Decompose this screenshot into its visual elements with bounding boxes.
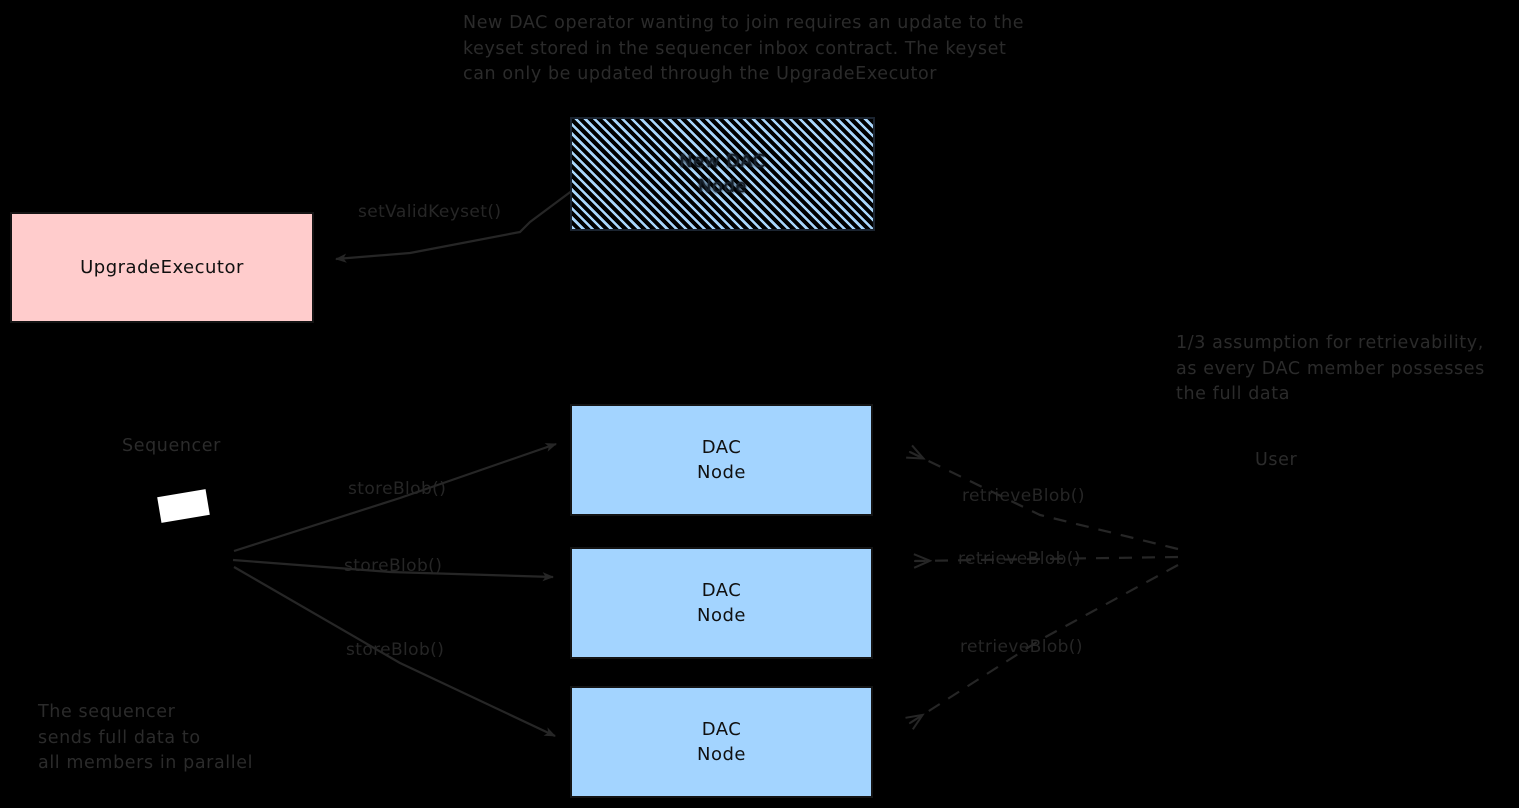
actor-sequencer-label: Sequencer (122, 436, 221, 456)
annotation-retrievability-note: 1/3 assumption for retrievability, as ev… (1176, 333, 1485, 404)
node-upgrade-executor[interactable]: UpgradeExecutor (10, 212, 314, 323)
edge-label-retrieve-blob-3: retrieveBlob() (960, 637, 1083, 657)
annotation-sequencer-note: The sequencer sends full data to all mem… (38, 702, 254, 773)
edge-label-retrieve-blob-2: retrieveBlob() (958, 549, 1081, 569)
annotation-keyset-note: New DAC operator wanting to join require… (463, 13, 1025, 84)
node-dac-node-2-label: DAC Node (697, 580, 746, 626)
node-dac-node-1[interactable]: DAC Node (570, 404, 873, 516)
sequencer-icon (157, 489, 210, 523)
node-upgrade-executor-label: UpgradeExecutor (80, 257, 244, 278)
edge-label-retrieve-blob-1: retrieveBlob() (962, 486, 1085, 506)
node-dac-node-3-label: DAC Node (697, 719, 746, 765)
edge-label-set-valid-keyset: setValidKeyset() (358, 202, 502, 222)
node-dac-node-3[interactable]: DAC Node (570, 686, 873, 798)
actor-user-label: User (1255, 450, 1298, 470)
edge-label-store-blob-2: storeBlob() (344, 556, 443, 576)
edge-set-valid-keyset-line (335, 189, 574, 263)
edge-label-store-blob-3: storeBlob() (346, 640, 445, 660)
edge-label-store-blob-1: storeBlob() (348, 479, 447, 499)
node-new-dac-node[interactable]: New DAC Node (570, 117, 875, 231)
node-dac-node-1-label: DAC Node (697, 437, 746, 483)
node-dac-node-2[interactable]: DAC Node (570, 547, 873, 659)
node-new-dac-node-label: New DAC Node (679, 151, 766, 197)
